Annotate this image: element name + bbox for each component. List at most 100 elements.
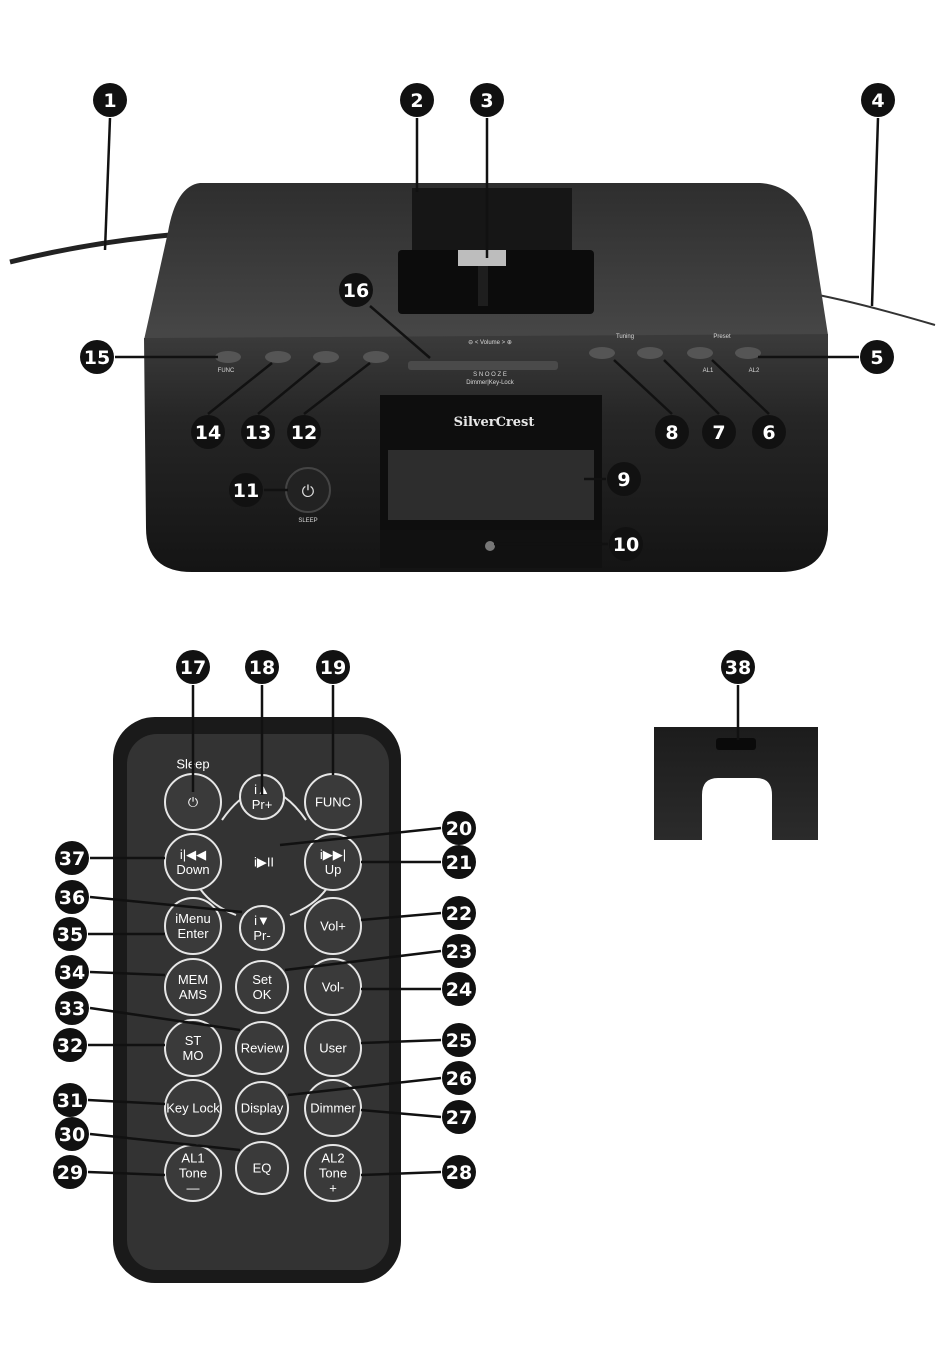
callout-19: 19 [316,650,350,684]
callout-22: 22 [442,896,476,930]
callout-6: 6 [752,415,786,449]
leader-line-27 [360,1108,442,1119]
device-button-func[interactable] [215,351,241,363]
callout-27: 27 [442,1100,476,1134]
device-button-next[interactable] [637,347,663,359]
callout-number: 38 [725,657,751,679]
preset-label: Preset [713,334,731,340]
callout-11: 11 [229,473,263,507]
remote-button-label: Review [241,1041,284,1056]
remote-button-label: Pr- [253,928,270,943]
device-button-display[interactable] [265,351,291,363]
device-button-mem[interactable] [363,351,389,363]
callout-26: 26 [442,1061,476,1095]
remote-button-label: MO [183,1048,204,1063]
remote-button-label: AMS [179,987,208,1002]
device-button-preset-up[interactable] [735,347,761,359]
remote-button-label: Vol+ [320,919,346,934]
callout-number: 37 [59,848,85,870]
callout-33: 33 [55,991,89,1025]
remote-button-dimmer[interactable]: Dimmer [304,1079,362,1137]
callout-number: 10 [613,534,639,556]
remote-button-down[interactable]: i|◀◀Down [164,833,222,891]
leader-line-13 [257,362,321,415]
device-button-prev[interactable] [589,347,615,359]
adapter-body [654,727,818,840]
leader-line-8 [613,359,673,415]
callout-number: 35 [57,924,83,946]
remote-control: Sleep⏻i▲Pr+FUNCi▶IIi|◀◀Downi▶▶|Upi▼Pr-iM… [113,717,401,1283]
remote-button-user[interactable]: User [304,1019,362,1077]
snooze-label: S N O O Z E [473,372,507,378]
callout-15: 15 [80,340,114,374]
remote-button-keylock[interactable]: Key Lock [164,1079,222,1137]
sleep-label: SLEEP [298,518,317,524]
callout-number: 29 [57,1162,83,1184]
remote-button-label: Pr+ [252,797,273,812]
callout-25: 25 [442,1023,476,1057]
callout-number: 15 [84,347,110,369]
leader-line-29 [87,1170,166,1177]
remote-button-label: i▶II [254,855,274,870]
remote-button-pr-minus[interactable]: i▼Pr- [239,905,285,951]
leader-line-33 [89,1006,241,1032]
callout-23: 23 [442,934,476,968]
leader-line-25 [360,1038,442,1045]
callout-30: 30 [55,1117,89,1151]
remote-button-label: FUNC [315,795,351,810]
remote-button-label: Enter [177,926,209,941]
callout-20: 20 [442,811,476,845]
callout-number: 8 [665,422,678,444]
remote-button-func[interactable]: FUNC [304,773,362,831]
leader-line-4 [870,117,880,307]
remote-button-play[interactable]: i▶II [254,855,274,870]
callout-number: 34 [59,962,85,984]
remote-button-display[interactable]: Display [235,1081,289,1135]
callout-38: 38 [721,650,755,684]
leader-line-16 [369,305,431,359]
remote-button-label: Up [325,862,342,877]
remote-button-label: OK [253,987,272,1002]
remote-button-eq[interactable]: EQ [235,1141,289,1195]
remote-button-vol-minus[interactable]: Vol- [304,958,362,1016]
lcd-display [388,450,594,520]
callout-10: 10 [609,527,643,561]
callout-number: 36 [59,887,85,909]
headphone-jack[interactable] [485,541,495,551]
callout-32: 32 [53,1028,87,1062]
remote-button-sleep[interactable]: Sleep⏻ [164,757,222,831]
remote-button-label: Set [252,972,272,987]
remote-button-review[interactable]: Review [235,1021,289,1075]
adapter-slot [716,738,756,750]
callout-number: 7 [712,422,725,444]
callout-37: 37 [55,841,89,875]
callout-number: 13 [245,422,271,444]
callout-16: 16 [339,273,373,307]
device-button-preset-down[interactable] [687,347,713,359]
device-button-st[interactable] [313,351,339,363]
remote-button-label: User [319,1041,347,1056]
power-icon: ⏻ [302,484,315,501]
callout-34: 34 [55,955,89,989]
power-icon: ⏻ [188,795,198,810]
remote-button-label: AL2 [321,1151,344,1166]
leader-line-12 [303,362,371,415]
callout-number: 24 [446,979,472,1001]
power-cable [9,231,181,265]
callout-number: 30 [59,1124,85,1146]
remote-button-label: MEM [178,972,208,987]
callout-number: 22 [446,903,472,925]
remote-button-label: AL1 [181,1151,204,1166]
remote-button-vol-plus[interactable]: Vol+ [304,897,362,955]
snooze-bar[interactable] [408,361,558,370]
callout-number: 31 [57,1090,83,1112]
callout-number: 21 [446,852,472,874]
